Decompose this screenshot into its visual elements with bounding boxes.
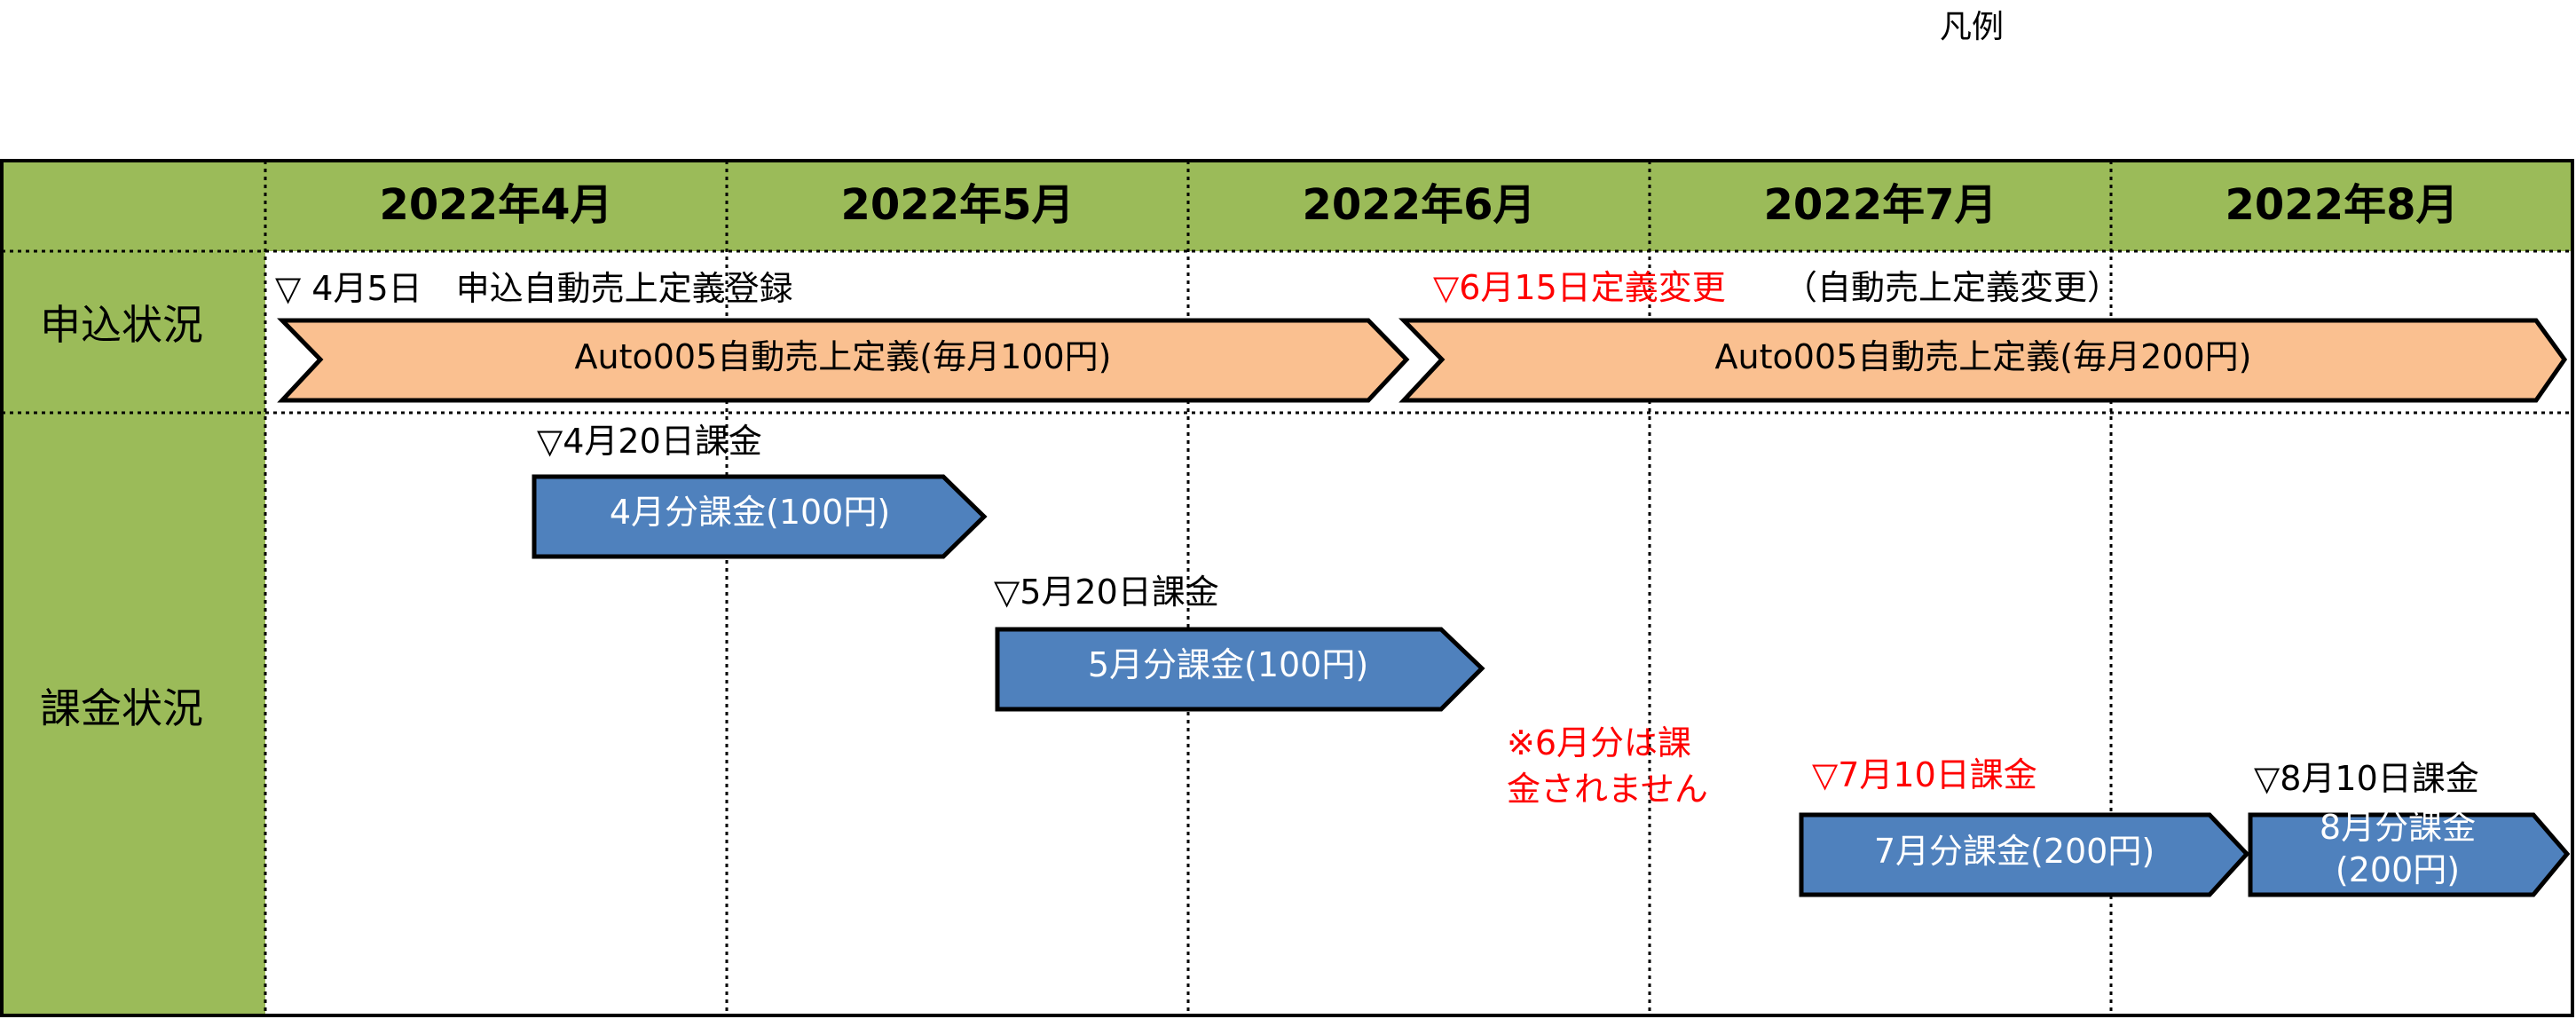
- billing-bar-4-label-line1: 8月分課金: [2320, 808, 2476, 847]
- row-label-billing: 課金状況: [40, 684, 203, 732]
- billing-bar-1-label: 4月分課金(100円): [610, 493, 890, 532]
- billing-bar-2-label: 5月分課金(100円): [1088, 645, 1368, 684]
- billing-marker-4: ▽8月10日課金: [2254, 759, 2479, 798]
- billing-bar-1: [532, 474, 988, 559]
- definition-bar-2: [1398, 318, 2568, 403]
- billing-bar-3: [1799, 812, 2250, 897]
- month-header: 2022年4月: [380, 180, 613, 230]
- billing-marker-1: ▽4月20日課金: [537, 422, 762, 461]
- billing-bar-2: [995, 627, 1485, 712]
- billing-bar-4-label-line2: (200円): [2336, 850, 2460, 889]
- legend-title: 凡例: [1940, 9, 2004, 45]
- change-note: （自動売上定義変更）: [1784, 268, 2121, 307]
- registration-annotation: ▽ 4月5日 申込自動売上定義登録: [275, 269, 793, 308]
- definition-bar-1: [277, 318, 1410, 403]
- definition-bar-2-label: Auto005自動売上定義(毎月200円): [1715, 337, 2252, 376]
- june-not-billed-note-line2: 金されません: [1507, 770, 1708, 809]
- billing-bar-4: [2248, 812, 2571, 897]
- row-label-application: 申込状況: [40, 301, 203, 349]
- change-annotation: ▽6月15日定義変更: [1433, 268, 1726, 307]
- row-label-column: [2, 251, 265, 1015]
- month-header: 2022年5月: [841, 180, 1075, 230]
- billing-marker-3: ▽7月10日課金: [1812, 755, 2037, 794]
- billing-marker-2: ▽5月20日課金: [994, 573, 1219, 612]
- june-not-billed-note-line1: ※6月分は課: [1507, 723, 1691, 762]
- header-row: [2, 161, 2572, 251]
- row-gridlines: [2, 249, 2572, 415]
- table-border: [0, 159, 2574, 1017]
- month-header: 2022年7月: [1764, 180, 1997, 230]
- month-header: 2022年8月: [2225, 180, 2459, 230]
- definition-bar-1-label: Auto005自動売上定義(毎月100円): [575, 337, 1112, 376]
- month-header: 2022年6月: [1303, 180, 1536, 230]
- billing-bar-3-label: 7月分課金(200円): [1874, 832, 2155, 871]
